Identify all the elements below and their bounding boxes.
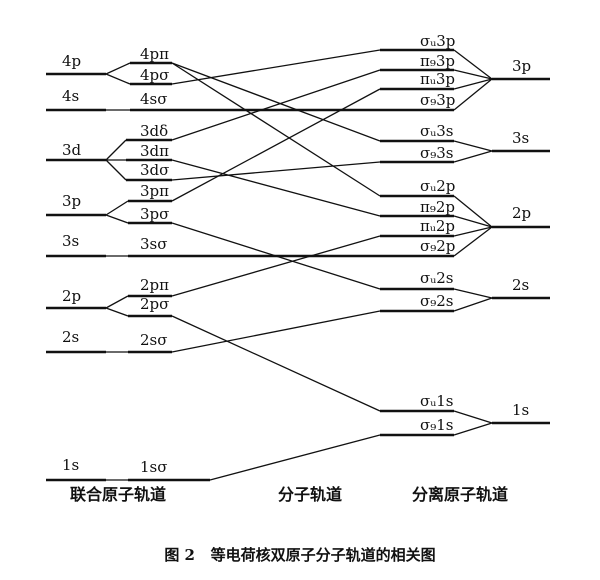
united-orbital-label-3dpi: 3dπ bbox=[140, 142, 169, 160]
separated-fan-sg3p bbox=[453, 78, 493, 111]
separated-orbital-label-su1s: σᵤ1s bbox=[420, 392, 453, 410]
separated-fan-su1s bbox=[453, 410, 493, 424]
separated-orbital-label-su2s: σᵤ2s bbox=[420, 269, 453, 287]
united-fan-4ppi bbox=[105, 62, 131, 75]
correlation-2psig-su1s bbox=[171, 315, 381, 412]
separated-fan-sg3s bbox=[453, 150, 493, 163]
united-orbital-label-2ppi: 2pπ bbox=[140, 276, 169, 294]
separated-fan-sg2s bbox=[453, 297, 493, 312]
united-fan-4psig bbox=[105, 73, 131, 85]
separated-atom-label-1s: 1s bbox=[512, 401, 529, 419]
united-atom-label-2s: 2s bbox=[62, 328, 79, 346]
united-atom-label-3s: 3s bbox=[62, 232, 79, 250]
united-atom-label-4p: 4p bbox=[62, 52, 81, 70]
correlation-lines bbox=[171, 49, 381, 481]
separated-atom-label-2s: 2s bbox=[512, 276, 529, 294]
footer-united-atom: 联合原子轨道 bbox=[70, 485, 166, 504]
united-orbital-label-3dsig: 3dσ bbox=[140, 161, 169, 179]
separated-fan-su2s bbox=[453, 288, 493, 299]
separated-atom-label-2p: 2p bbox=[512, 204, 531, 222]
united-atom-label-3d: 3d bbox=[62, 141, 82, 159]
separated-orbital-label-sg3s: σ₉3s bbox=[420, 144, 454, 162]
separated-orbital-label-sg1s: σ₉1s bbox=[420, 416, 454, 434]
separated-orbital-label-sg2p: σ₉2p bbox=[420, 237, 455, 255]
correlation-2ssig-sg2s bbox=[171, 310, 381, 353]
united-orbital-label-3ppi: 3pπ bbox=[140, 182, 169, 200]
united-orbital-label-1ssig: 1sσ bbox=[140, 458, 167, 476]
separated-orbital-label-sg3p: σ₉3p bbox=[420, 91, 455, 109]
separated-fan-su3p bbox=[453, 49, 493, 80]
correlation-1ssig-sg1s bbox=[209, 434, 381, 481]
separated-fan-pg2p bbox=[453, 215, 493, 228]
united-atom-label-4s: 4s bbox=[62, 87, 79, 105]
united-orbital-label-2psig: 2pσ bbox=[140, 295, 169, 313]
footer-molecular: 分子轨道 bbox=[278, 485, 342, 504]
separated-fan-su3s bbox=[453, 140, 493, 152]
correlation-3ddel-pg3p bbox=[171, 69, 381, 141]
separated-orbital-label-pu2p: πᵤ2p bbox=[420, 217, 455, 235]
correlation-2ppi-pu2p bbox=[171, 235, 381, 297]
united-orbital-label-3ddel: 3dδ bbox=[140, 122, 168, 140]
united-atom-label-2p: 2p bbox=[62, 287, 81, 305]
correlation-4psig-su3p bbox=[171, 49, 381, 85]
separated-orbital-label-sg2s: σ₉2s bbox=[420, 292, 454, 310]
separated-fan-sg2p bbox=[453, 226, 493, 257]
separated-orbital-label-su3p: σᵤ3p bbox=[420, 32, 455, 50]
united-orbital-label-2ssig: 2sσ bbox=[140, 331, 167, 349]
united-orbital-label-4ssig: 4sσ bbox=[140, 90, 167, 108]
separated-fan-pg3p bbox=[453, 69, 493, 80]
united-fan-3dsig bbox=[105, 159, 127, 181]
separated-fan-pu3p bbox=[453, 78, 493, 90]
correlation-3dpi-pg2p bbox=[171, 159, 381, 217]
separated-orbital-label-su2p: σᵤ2p bbox=[420, 177, 455, 195]
energy-levels bbox=[46, 48, 550, 482]
united-fan-3ddel bbox=[105, 139, 127, 161]
footer-separated-atom: 分离原子轨道 bbox=[412, 485, 508, 504]
united-fan-3psig bbox=[105, 214, 129, 224]
separated-orbital-label-su3s: σᵤ3s bbox=[420, 122, 453, 140]
correlation-3dsig-sg3s bbox=[171, 161, 381, 181]
separated-atom-label-3s: 3s bbox=[512, 129, 529, 147]
separated-orbital-label-pg3p: π₉3p bbox=[420, 52, 455, 70]
correlation-4ppi-su3s bbox=[171, 62, 381, 142]
separated-atom-label-3p: 3p bbox=[512, 57, 531, 75]
separated-fan-su2p bbox=[453, 195, 493, 228]
united-atom-label-1s: 1s bbox=[62, 456, 79, 474]
separated-fan-pu2p bbox=[453, 226, 493, 237]
united-orbital-label-3psig: 3pσ bbox=[140, 205, 169, 223]
united-fan-3ppi bbox=[105, 200, 129, 216]
separated-orbital-label-pg2p: π₉2p bbox=[420, 198, 455, 216]
united-orbital-label-4ppi: 4pπ bbox=[140, 45, 169, 63]
united-orbital-label-4psig: 4pσ bbox=[140, 66, 169, 84]
united-orbital-label-3ssig: 3sσ bbox=[140, 235, 167, 253]
separated-fan-sg1s bbox=[453, 422, 493, 436]
separated-orbital-label-pu3p: πᵤ3p bbox=[420, 70, 455, 88]
united-fan-2psig bbox=[105, 307, 129, 317]
united-fan-2ppi bbox=[105, 295, 129, 309]
correlation-4ppi-su2p bbox=[171, 62, 381, 197]
figure-caption: 图 2 等电荷核双原子分子轨道的相关图 bbox=[164, 546, 435, 564]
united-atom-label-3p: 3p bbox=[62, 192, 81, 210]
correlation-3ppi-pu3p bbox=[171, 88, 381, 202]
